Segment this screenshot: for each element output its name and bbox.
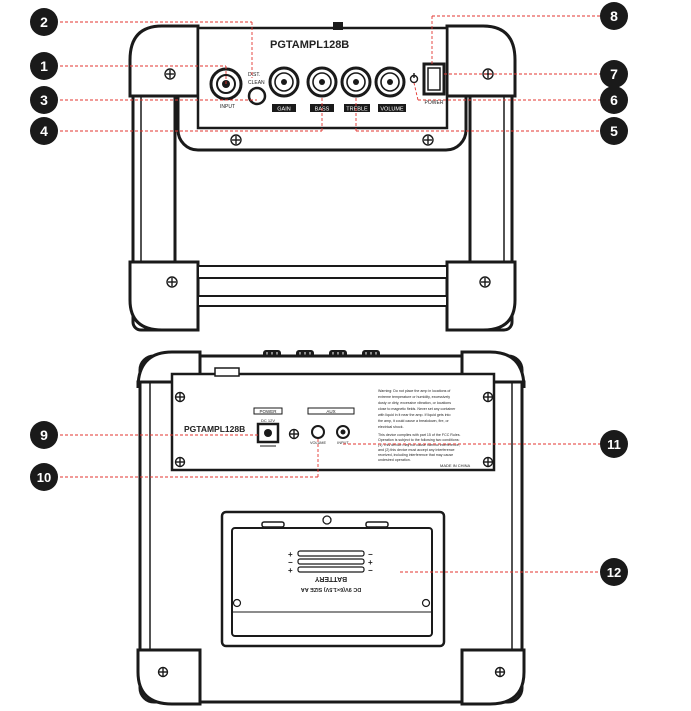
callout-6: 6 (600, 86, 628, 114)
callout-8: 8 (600, 2, 628, 30)
gain-label: GAIN (277, 107, 290, 113)
volume-label: VOLUME (380, 107, 404, 113)
callout-4: 4 (30, 117, 58, 145)
front-corner-tr (445, 24, 517, 98)
aux-volume-label: VOLUME (310, 441, 327, 445)
callouts: 1 2 3 4 5 6 7 8 9 10 11 12 (30, 2, 628, 586)
svg-text:8: 8 (610, 8, 618, 24)
callout-11: 11 (600, 430, 628, 458)
dist-label: DIST. (248, 72, 260, 78)
bass-knob (306, 66, 338, 98)
leader-lines (60, 15, 600, 573)
callout-1: 1 (30, 52, 58, 80)
aux-input-label: INPUT (337, 441, 349, 445)
svg-text:−: − (368, 566, 373, 575)
battery-polarity: +− −+ +− (288, 550, 373, 575)
svg-text:2: 2 (40, 14, 48, 30)
gain-knob (268, 66, 300, 98)
back-power-label: POWER (259, 409, 277, 414)
battery-cover (231, 527, 433, 637)
svg-text:received, including interferen: received, including interference that ma… (378, 453, 453, 457)
treble-knob (340, 66, 372, 98)
battery-spec: DC 9V(6×1.5V) SIZE AA (301, 586, 361, 592)
fcc-text: This device complies with part 15 of the… (378, 433, 461, 462)
treble-label: TREBLE (346, 107, 368, 113)
svg-text:undesired operation.: undesired operation. (378, 458, 411, 462)
svg-text:with liquid in it near the amp: with liquid in it near the amp. If liqui… (378, 413, 451, 417)
svg-text:+: + (288, 550, 293, 559)
callout-3: 3 (30, 86, 58, 114)
svg-text:(1) This device may not cause: (1) This device may not cause harmful in… (378, 443, 460, 447)
front-corner-br (445, 260, 517, 332)
svg-text:dusty or dirty, excessive vibr: dusty or dirty, excessive vibration, or … (378, 401, 451, 405)
back-panel (170, 372, 496, 472)
svg-text:the amp, it could cause a brea: the amp, it could cause a breakdown, fir… (378, 419, 450, 423)
battery-cells-diagram (297, 550, 365, 573)
back-model-name: PGTAMPL128B (184, 424, 245, 434)
svg-text:electrical shock.: electrical shock. (378, 425, 404, 429)
power-led (409, 73, 419, 84)
front-model-name: PGTAMPL128B (270, 39, 349, 51)
svg-text:This device complies with part: This device complies with part 15 of the… (378, 433, 461, 437)
battery-label: BATTERY (315, 575, 348, 582)
callout-2: 2 (30, 8, 58, 36)
svg-text:4: 4 (40, 123, 48, 139)
svg-text:close to magnetic fields. Neve: close to magnetic fields. Never set any … (378, 407, 456, 411)
svg-text:5: 5 (610, 123, 618, 139)
svg-text:12: 12 (607, 565, 621, 580)
svg-text:−: − (288, 558, 293, 567)
dc-label: DC 12V (261, 418, 275, 423)
svg-text:1: 1 (40, 58, 48, 74)
front-view: PGTAMPL128B INPUT DIST. CLEAN (128, 22, 517, 332)
aux-volume-knob (311, 425, 325, 439)
svg-text:7: 7 (610, 66, 618, 82)
callout-7: 7 (600, 60, 628, 88)
svg-text:3: 3 (40, 92, 48, 108)
svg-text:−: − (368, 550, 373, 559)
svg-text:extreme temperature or humidit: extreme temperature or humidity, excessi… (378, 395, 450, 399)
svg-text:Warning: Do not place the amp: Warning: Do not place the amp in locatio… (378, 389, 450, 393)
svg-text:11: 11 (607, 437, 621, 452)
svg-text:6: 6 (610, 92, 618, 108)
callout-9: 9 (30, 421, 58, 449)
callout-12: 12 (600, 558, 628, 586)
front-corner-tl (128, 24, 200, 98)
svg-text:and (2) this device must accep: and (2) this device must accept any inte… (378, 448, 455, 452)
warning-text: Warning: Do not place the amp in locatio… (378, 389, 456, 429)
aux-label: AUX (326, 409, 335, 414)
dist-clean-switch (247, 86, 267, 106)
callout-10: 10 (30, 463, 58, 491)
callout-5: 5 (600, 117, 628, 145)
svg-text:+: + (368, 558, 373, 567)
back-view: PGTAMPL128B POWER DC 12V AUX VOLUME INPU… (136, 350, 526, 706)
svg-text:Operation is subject to the fo: Operation is subject to the following tw… (378, 438, 460, 442)
svg-text:10: 10 (37, 470, 51, 485)
svg-text:+: + (288, 566, 293, 575)
volume-knob (374, 66, 406, 98)
svg-text:9: 9 (40, 427, 48, 443)
input-label: INPUT (220, 104, 235, 110)
front-power-label: POWER (425, 100, 444, 106)
made-in-label: MADE IN CHINA (440, 463, 471, 468)
clean-label: CLEAN (248, 80, 265, 86)
front-corner-bl (128, 260, 200, 332)
